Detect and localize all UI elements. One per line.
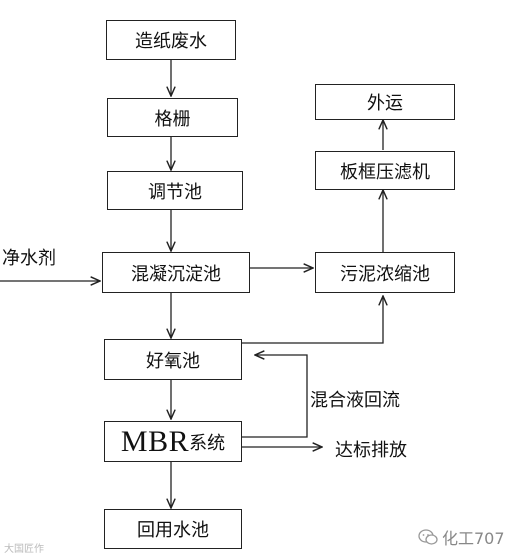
box-mbr-main-label: MBR bbox=[120, 424, 190, 458]
arrow-aerobic-to-thickener bbox=[242, 296, 383, 344]
label-discharge: 达标排放 bbox=[335, 440, 407, 461]
label-mixed-liquor-return: 混合液回流 bbox=[310, 390, 400, 411]
box-coag-sed-tank: 混凝沉淀池 bbox=[102, 252, 250, 293]
watermark-right: 化工707 bbox=[418, 525, 505, 549]
label-purifier: 净水剂 bbox=[2, 248, 56, 269]
box-reuse-tank-label: 回用水池 bbox=[137, 520, 209, 541]
box-regulating-tank-label: 调节池 bbox=[148, 181, 202, 203]
box-sludge-thickener: 污泥浓缩池 bbox=[315, 252, 455, 293]
watermark-left: 大国匠作 bbox=[4, 540, 44, 555]
box-grille: 格栅 bbox=[107, 98, 238, 137]
box-grille-label: 格栅 bbox=[154, 108, 191, 130]
box-coag-sed-tank-label: 混凝沉淀池 bbox=[131, 263, 221, 285]
box-filter-press: 板框压滤机 bbox=[315, 151, 455, 190]
box-filter-press-label: 板框压滤机 bbox=[340, 161, 430, 183]
box-wastewater: 造纸废水 bbox=[106, 20, 236, 60]
box-sludge-thickener-label: 污泥浓缩池 bbox=[340, 263, 430, 285]
box-wastewater-label: 造纸废水 bbox=[135, 31, 207, 52]
box-aerobic-tank-label: 好氧池 bbox=[146, 350, 200, 372]
wechat-icon bbox=[418, 528, 438, 545]
watermark-right-text: 化工707 bbox=[442, 529, 505, 548]
arrow-mixed-liquor-return bbox=[242, 355, 308, 438]
box-transport: 外运 bbox=[315, 84, 455, 120]
watermark-left-text: 大国匠作 bbox=[4, 544, 44, 555]
box-mbr-suffix-label: 系统 bbox=[189, 432, 226, 454]
box-aerobic-tank: 好氧池 bbox=[104, 339, 242, 380]
box-regulating-tank: 调节池 bbox=[107, 171, 243, 210]
box-reuse-tank: 回用水池 bbox=[104, 509, 242, 549]
box-transport-label: 外运 bbox=[367, 93, 403, 114]
